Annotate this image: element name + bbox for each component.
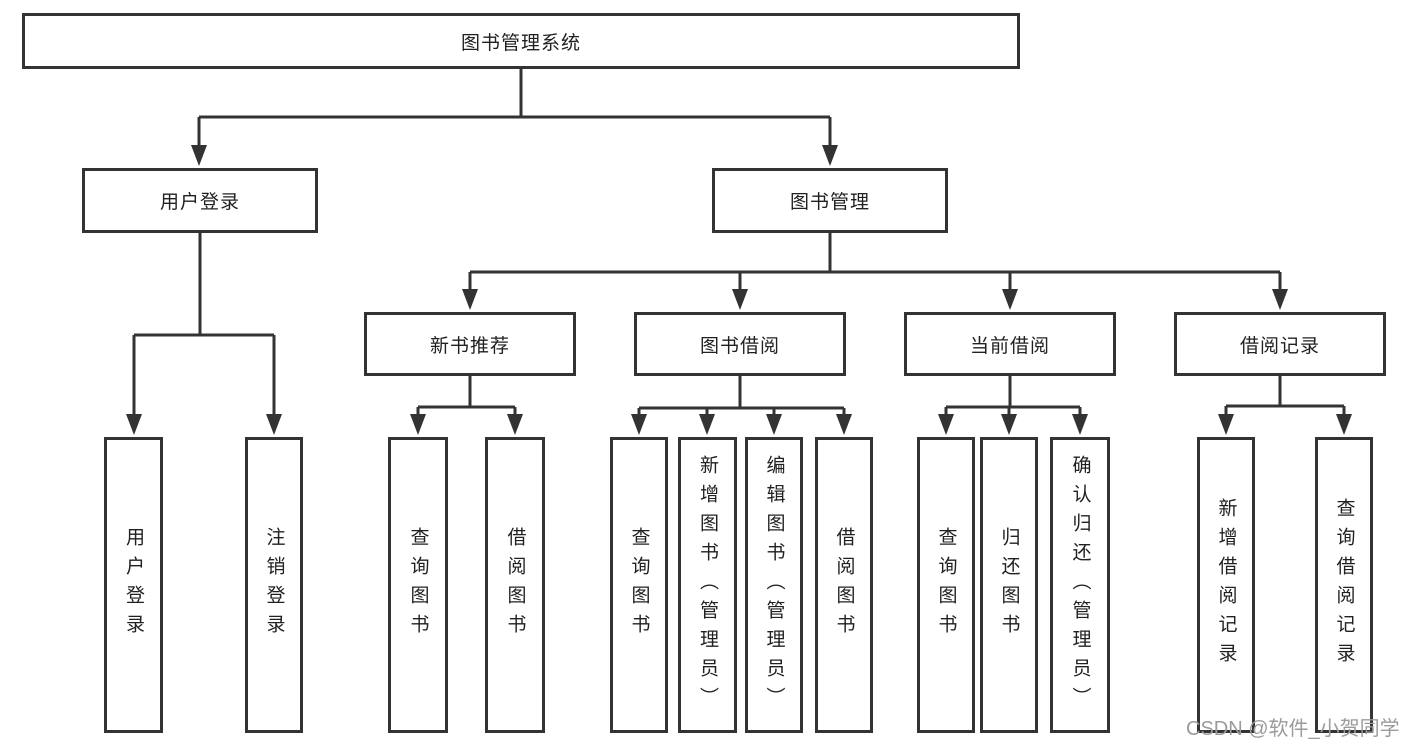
node-book-management-label: 图书管理 xyxy=(789,192,870,213)
leaf-current-query-book-label: 查询图书 xyxy=(935,527,957,643)
leaf-recommend-borrow-book-label: 借阅图书 xyxy=(504,527,526,643)
node-book-borrow-label: 图书借阅 xyxy=(699,335,780,357)
leaf-borrow-query-book: 查询图书 xyxy=(610,437,668,733)
arrowheads-book-borrow-children xyxy=(631,414,852,435)
node-user-login: 用户登录 xyxy=(82,168,318,233)
leaf-add-book-admin-label: 新增图书（管理员） xyxy=(697,454,718,716)
leaf-confirm-return-admin-label: 确认归还（管理员） xyxy=(1069,454,1091,716)
leaf-logout-label: 注销登录 xyxy=(263,527,285,643)
leaf-edit-book-admin-label: 编辑图书（管理员） xyxy=(763,454,785,716)
connector-borrow-records-children xyxy=(1224,375,1346,418)
connector-current-borrow-children xyxy=(944,375,1082,418)
leaf-recommend-query-book: 查询图书 xyxy=(388,437,448,733)
leaf-user-login-label: 用户登录 xyxy=(123,527,144,643)
leaf-recommend-query-book-label: 查询图书 xyxy=(407,527,429,643)
node-new-book-recommend-label: 新书推荐 xyxy=(429,335,510,357)
arrowheads-book-mgmt-children xyxy=(462,289,1288,310)
leaf-confirm-return-admin: 确认归还（管理员） xyxy=(1050,437,1110,733)
leaf-current-query-book: 查询图书 xyxy=(917,437,975,733)
connector-new-book-rec-children xyxy=(416,375,517,418)
connector-book-mgmt-children xyxy=(468,233,1282,293)
connector-root-to-level2 xyxy=(197,69,832,150)
connector-user-login-children xyxy=(132,233,276,418)
node-current-borrow: 当前借阅 xyxy=(904,312,1116,376)
node-borrow-records: 借阅记录 xyxy=(1174,312,1386,376)
leaf-borrow-book-label: 借阅图书 xyxy=(833,527,855,643)
node-book-management: 图书管理 xyxy=(712,168,948,233)
leaf-query-borrow-record-label: 查询借阅记录 xyxy=(1333,498,1355,672)
arrowheads-level2 xyxy=(191,145,838,166)
node-book-borrow: 图书借阅 xyxy=(634,312,846,376)
leaf-query-borrow-record: 查询借阅记录 xyxy=(1315,437,1373,733)
leaf-borrow-book: 借阅图书 xyxy=(815,437,873,733)
arrowheads-borrow-records-children xyxy=(1218,414,1352,435)
leaf-add-book-admin: 新增图书（管理员） xyxy=(678,437,737,733)
node-root: 图书管理系统 xyxy=(22,13,1020,69)
node-root-label: 图书管理系统 xyxy=(460,32,581,54)
node-current-borrow-label: 当前借阅 xyxy=(969,335,1050,357)
leaf-logout: 注销登录 xyxy=(245,437,303,733)
arrowheads-current-borrow-children xyxy=(938,414,1088,435)
connector-book-borrow-children xyxy=(637,375,846,418)
leaf-add-borrow-record: 新增借阅记录 xyxy=(1197,437,1255,733)
node-borrow-records-label: 借阅记录 xyxy=(1239,335,1320,357)
leaf-return-book-label: 归还图书 xyxy=(998,527,1020,643)
csdn-watermark: CSDN @软件_小贺同学 xyxy=(1186,718,1400,740)
leaf-user-login: 用户登录 xyxy=(104,437,163,733)
leaf-recommend-borrow-book: 借阅图书 xyxy=(485,437,545,733)
arrowheads-user-login-children xyxy=(126,414,282,435)
leaf-return-book: 归还图书 xyxy=(980,437,1038,733)
arrowheads-new-book-rec-children xyxy=(410,414,523,435)
leaf-borrow-query-book-label: 查询图书 xyxy=(628,527,650,643)
leaf-edit-book-admin: 编辑图书（管理员） xyxy=(745,437,803,733)
node-user-login-label: 用户登录 xyxy=(159,192,240,213)
node-new-book-recommend: 新书推荐 xyxy=(364,312,576,376)
leaf-add-borrow-record-label: 新增借阅记录 xyxy=(1215,498,1237,672)
